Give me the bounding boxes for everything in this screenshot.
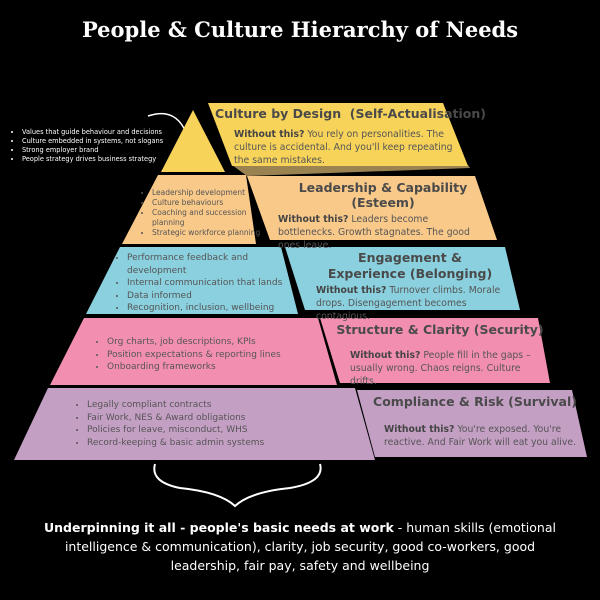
list-item: Position expectations & reporting lines <box>107 349 317 362</box>
list-item: Culture behaviours <box>152 198 262 208</box>
list-item: Culture embedded in systems, not slogans <box>22 137 163 146</box>
list-item: Data informed <box>127 290 297 303</box>
compliance-bullets: Legally compliant contracts Fair Work, N… <box>75 399 317 449</box>
footer-bold: Underpinning it all - people's basic nee… <box>43 520 394 535</box>
without-label: Without this? <box>384 424 455 435</box>
consequence-text: People fill in the gaps – usually wrong.… <box>350 350 531 387</box>
engagement-bullets: Performance feedback and development Int… <box>115 252 297 315</box>
consequence-text: You're exposed. You're reactive. And Fai… <box>384 424 577 448</box>
panel-heading: Leadership & Capability (Esteem) <box>298 180 468 210</box>
panel-text: Without this? You rely on personalities.… <box>234 128 459 167</box>
list-item: Recognition, inclusion, wellbeing <box>127 302 297 315</box>
consequence-text: Leaders become bottlenecks. Growth stagn… <box>278 214 470 251</box>
panel-heading: Compliance & Risk (Survival) <box>373 394 577 409</box>
panel-text: Without this? You're exposed. You're rea… <box>384 423 584 449</box>
list-item: Org charts, job descriptions, KPIs <box>107 336 317 349</box>
without-label: Without this? <box>278 214 349 225</box>
list-item: Strong employer brand <box>22 146 163 155</box>
list-item: Policies for leave, misconduct, WHS <box>87 424 317 437</box>
panel-text: Without this? People fill in the gaps – … <box>350 349 545 388</box>
consequence-text: Turnover climbs. Morale drops. Disengage… <box>316 285 501 322</box>
apex-bullet-list: Values that guide behaviour and decision… <box>10 128 163 164</box>
list-item: Fair Work, NES & Award obligations <box>87 412 317 425</box>
list-item: Leadership development <box>152 188 262 198</box>
without-label: Without this? <box>234 129 305 140</box>
list-item: Internal communication that lands <box>127 277 297 290</box>
list-item: Record-keeping & basic admin systems <box>87 437 317 450</box>
list-item: Values that guide behaviour and decision… <box>22 128 163 137</box>
list-item: Strategic workforce planning <box>152 228 262 238</box>
list-item: Performance feedback and development <box>127 252 297 277</box>
footer-text: Underpinning it all - people's basic nee… <box>30 518 570 575</box>
panel-heading: Culture by Design (Self-Actualisation) <box>215 106 486 121</box>
footer-rest: - human skills (emotional intelligence &… <box>64 520 556 573</box>
page-title: People & Culture Hierarchy of Needs <box>81 17 519 42</box>
list-item: Legally compliant contracts <box>87 399 317 412</box>
list-item: Onboarding frameworks <box>107 361 317 374</box>
leadership-bullets: Leadership development Culture behaviour… <box>140 188 262 238</box>
consequence-text: You rely on personalities. The culture i… <box>234 129 453 166</box>
panel-text: Without this? Turnover climbs. Morale dr… <box>316 284 516 323</box>
panel-text: Without this? Leaders become bottlenecks… <box>278 213 488 252</box>
without-label: Without this? <box>350 350 421 361</box>
without-label: Without this? <box>316 285 387 296</box>
panel-heading: Structure & Clarity (Security) <box>336 322 544 337</box>
panel-heading: Engagement & Experience (Belonging) <box>327 250 493 281</box>
list-item: Coaching and succession planning <box>152 208 262 228</box>
list-item: People strategy drives business strategy <box>22 155 163 164</box>
structure-bullets: Org charts, job descriptions, KPIs Posit… <box>95 336 317 374</box>
curly-brace-icon <box>153 463 322 508</box>
